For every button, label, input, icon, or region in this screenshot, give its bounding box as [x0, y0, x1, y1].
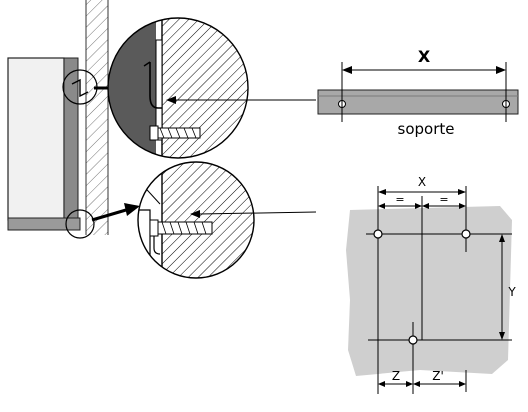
drilling-template [346, 186, 512, 394]
zoom-detail-wall-plug [137, 161, 255, 279]
template-width-label: X [418, 175, 426, 189]
offset-z-label: Z [392, 369, 400, 383]
detail-callout-bottom [65, 203, 140, 239]
bracket-caption: soporte [398, 120, 455, 138]
leader-line-bottom [190, 210, 317, 218]
appliance-side-view [7, 57, 81, 231]
bracket-width-label: X [418, 47, 431, 66]
offset-z-prime-label: Z' [432, 369, 444, 383]
zoom-detail-bracket-hook [107, 17, 249, 159]
template-height-label: Y [507, 285, 516, 299]
equal-right-label: = [439, 193, 448, 206]
equal-left-label: = [395, 193, 404, 206]
wall-section [85, 0, 109, 235]
leader-line-top [166, 96, 316, 104]
bracket-drawing [317, 62, 519, 122]
